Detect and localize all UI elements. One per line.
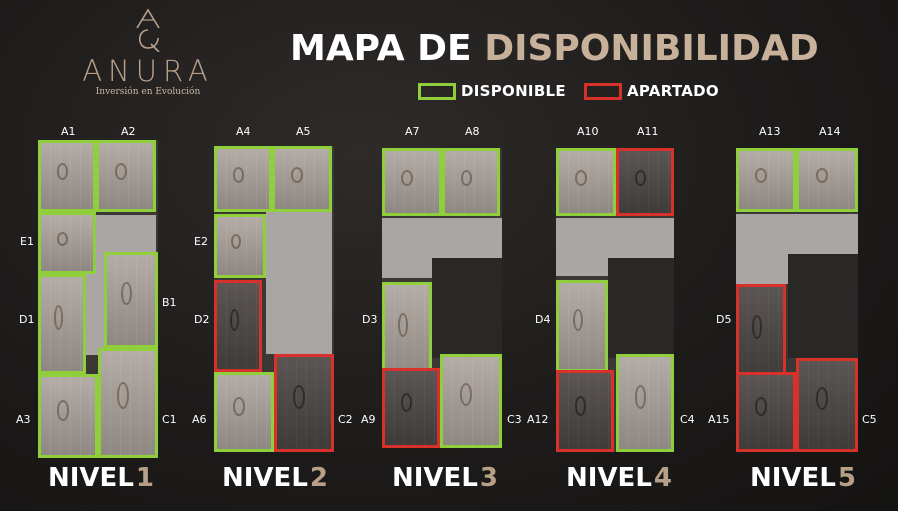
- unit-label: E2: [194, 235, 208, 248]
- level-number: 4: [653, 463, 672, 493]
- anura-monogram-icon: [136, 8, 160, 52]
- unit-label: A12: [527, 413, 549, 426]
- reserved-swatch: [583, 82, 622, 100]
- unit-a6[interactable]: [214, 372, 274, 452]
- unit-label: C2: [338, 413, 353, 426]
- unit-a10[interactable]: [556, 148, 616, 216]
- unit-label: D1: [19, 313, 35, 326]
- legend: DISPONIBLE APARTADO: [418, 82, 719, 100]
- level-number: 2: [309, 463, 328, 493]
- unit-label: A2: [121, 125, 136, 138]
- unit-c2[interactable]: [274, 354, 334, 452]
- unit-a8[interactable]: [442, 148, 500, 216]
- unit-d2[interactable]: [214, 280, 262, 372]
- level-label: NIVEL: [222, 463, 308, 493]
- unit-label: A6: [192, 413, 207, 426]
- level-1-title: NIVEL1: [48, 463, 154, 493]
- unit-label: A4: [236, 125, 251, 138]
- unit-label: E1: [20, 235, 34, 248]
- unit-a1[interactable]: [38, 140, 96, 212]
- unit-a14[interactable]: [796, 148, 858, 212]
- unit-a3[interactable]: [38, 374, 98, 458]
- unit-a5[interactable]: [272, 146, 332, 212]
- unit-label: C5: [862, 413, 877, 426]
- unit-b1[interactable]: [104, 252, 158, 348]
- unit-label: B1: [162, 296, 177, 309]
- unit-a15[interactable]: [736, 372, 796, 452]
- amenity-area: [556, 218, 608, 276]
- void: [608, 258, 674, 358]
- unit-label: D5: [716, 313, 732, 326]
- unit-label: C3: [507, 413, 522, 426]
- unit-label: A5: [296, 125, 311, 138]
- amenity-area: [382, 218, 432, 278]
- unit-c4[interactable]: [616, 354, 674, 452]
- legend-available: DISPONIBLE: [418, 82, 566, 100]
- unit-a7[interactable]: [382, 148, 442, 216]
- rooftop: [608, 218, 674, 258]
- unit-c1[interactable]: [98, 348, 158, 458]
- unit-label: A7: [405, 125, 420, 138]
- rooftop: [788, 214, 858, 254]
- brand-tagline: Inversión en Evolución: [95, 87, 201, 97]
- level-label: NIVEL: [566, 463, 652, 493]
- legend-reserved: APARTADO: [583, 82, 719, 100]
- unit-label: A15: [708, 413, 730, 426]
- level-number: 1: [135, 463, 154, 493]
- unit-d1[interactable]: [38, 274, 86, 374]
- unit-a12[interactable]: [556, 370, 614, 452]
- unit-label: A10: [577, 125, 599, 138]
- unit-label: D4: [535, 313, 551, 326]
- unit-d4[interactable]: [556, 280, 608, 372]
- unit-label: A11: [637, 125, 659, 138]
- unit-label: A8: [465, 125, 480, 138]
- unit-c5[interactable]: [796, 358, 858, 452]
- unit-label: D3: [362, 313, 378, 326]
- unit-label: A14: [819, 125, 841, 138]
- available-swatch: [418, 82, 456, 100]
- level-2-title: NIVEL2: [222, 463, 328, 493]
- level-label: NIVEL: [750, 463, 836, 493]
- unit-a9[interactable]: [382, 368, 440, 448]
- unit-e1[interactable]: [38, 212, 96, 274]
- unit-a4[interactable]: [214, 146, 272, 212]
- unit-label: A9: [361, 413, 376, 426]
- unit-label: A3: [16, 413, 31, 426]
- unit-d5[interactable]: [736, 284, 786, 382]
- unit-a2[interactable]: [96, 140, 156, 212]
- unit-a13[interactable]: [736, 148, 796, 212]
- level-number: 5: [837, 463, 856, 493]
- unit-label: C1: [162, 413, 177, 426]
- unit-label: A13: [759, 125, 781, 138]
- level-label: NIVEL: [48, 463, 134, 493]
- title-part-2: DISPONIBILIDAD: [484, 28, 819, 69]
- level-3-title: NIVEL3: [392, 463, 498, 493]
- void: [432, 258, 502, 358]
- anura-logo: ANURA Inversión en Evolución: [58, 8, 238, 108]
- level-label: NIVEL: [392, 463, 478, 493]
- unit-a11[interactable]: [616, 148, 674, 216]
- amenity-area: [736, 214, 788, 284]
- brand-name: ANURA: [82, 54, 214, 88]
- level-number: 3: [479, 463, 498, 493]
- unit-label: A1: [61, 125, 76, 138]
- rooftop: [432, 218, 502, 258]
- level-4-title: NIVEL4: [566, 463, 672, 493]
- legend-available-label: DISPONIBLE: [461, 82, 566, 100]
- void: [788, 254, 858, 358]
- courtyard: [266, 212, 332, 354]
- unit-label: C4: [680, 413, 695, 426]
- unit-c3[interactable]: [440, 354, 502, 448]
- legend-reserved-label: APARTADO: [626, 82, 719, 100]
- level-5-title: NIVEL5: [750, 463, 856, 493]
- unit-e2[interactable]: [214, 214, 266, 278]
- title-part-1: MAPA DE: [290, 28, 472, 69]
- unit-label: D2: [194, 313, 210, 326]
- unit-d3[interactable]: [382, 282, 432, 380]
- page-title: MAPA DE DISPONIBILIDAD: [290, 28, 819, 72]
